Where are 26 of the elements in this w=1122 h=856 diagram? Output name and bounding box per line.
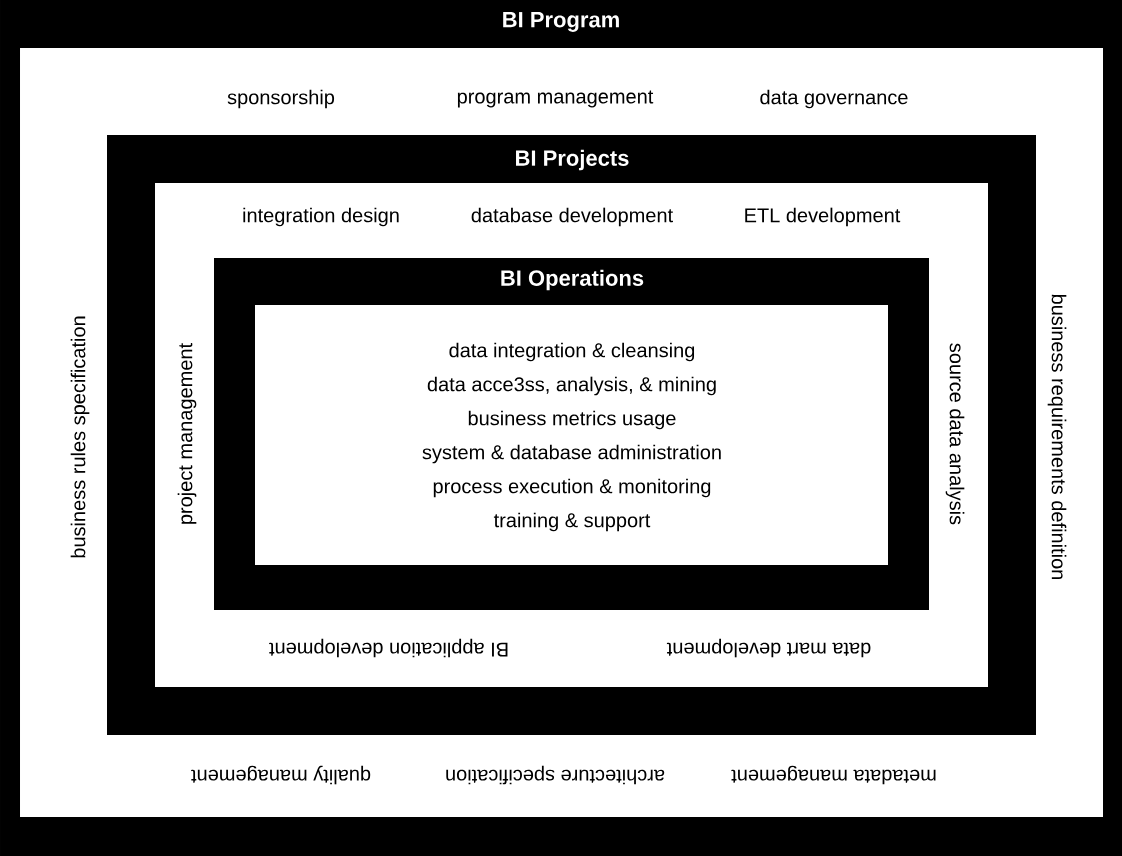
activity-label: source data analysis <box>945 343 965 525</box>
activity-label: project management <box>177 343 197 524</box>
activity-label: data governance <box>760 89 908 109</box>
band-title: BI Projects <box>516 149 629 171</box>
activity-label: quality management <box>191 765 371 785</box>
activity-label: BI application development <box>269 638 508 658</box>
band-title: BI Operations <box>501 269 644 291</box>
activity-label: metadata management <box>731 765 936 785</box>
activity-list-item: process execution & monitoring <box>433 478 711 498</box>
activity-list-item: data acce3ss, analysis, & mining <box>427 376 716 396</box>
node-text: data integration & cleansing data acce3ss, analysis, & mining business metrics usage system & database administration process execution & monitoring training & support <box>422 342 721 532</box>
activity-label: database development <box>471 207 673 227</box>
operations-frame <box>214 258 929 610</box>
activity-label: integration design <box>243 207 399 227</box>
activity-label: sponsorship <box>227 89 335 109</box>
activity-label: business requirements definition <box>1047 294 1067 580</box>
activity-list-item: training & support <box>493 512 651 532</box>
activity-label: ETL development <box>745 207 901 227</box>
activity-label: data mart development <box>666 638 871 658</box>
activity-list-item: business metrics usage <box>468 410 676 430</box>
activity-list-item: data integration & cleansing <box>449 342 695 362</box>
band-title: BI Program <box>503 12 619 32</box>
activity-label: architecture specification <box>446 765 665 785</box>
activity-label: program management <box>457 90 654 108</box>
activity-list-item: system & database administration <box>422 444 721 464</box>
activity-label: business rules specification <box>70 316 90 558</box>
